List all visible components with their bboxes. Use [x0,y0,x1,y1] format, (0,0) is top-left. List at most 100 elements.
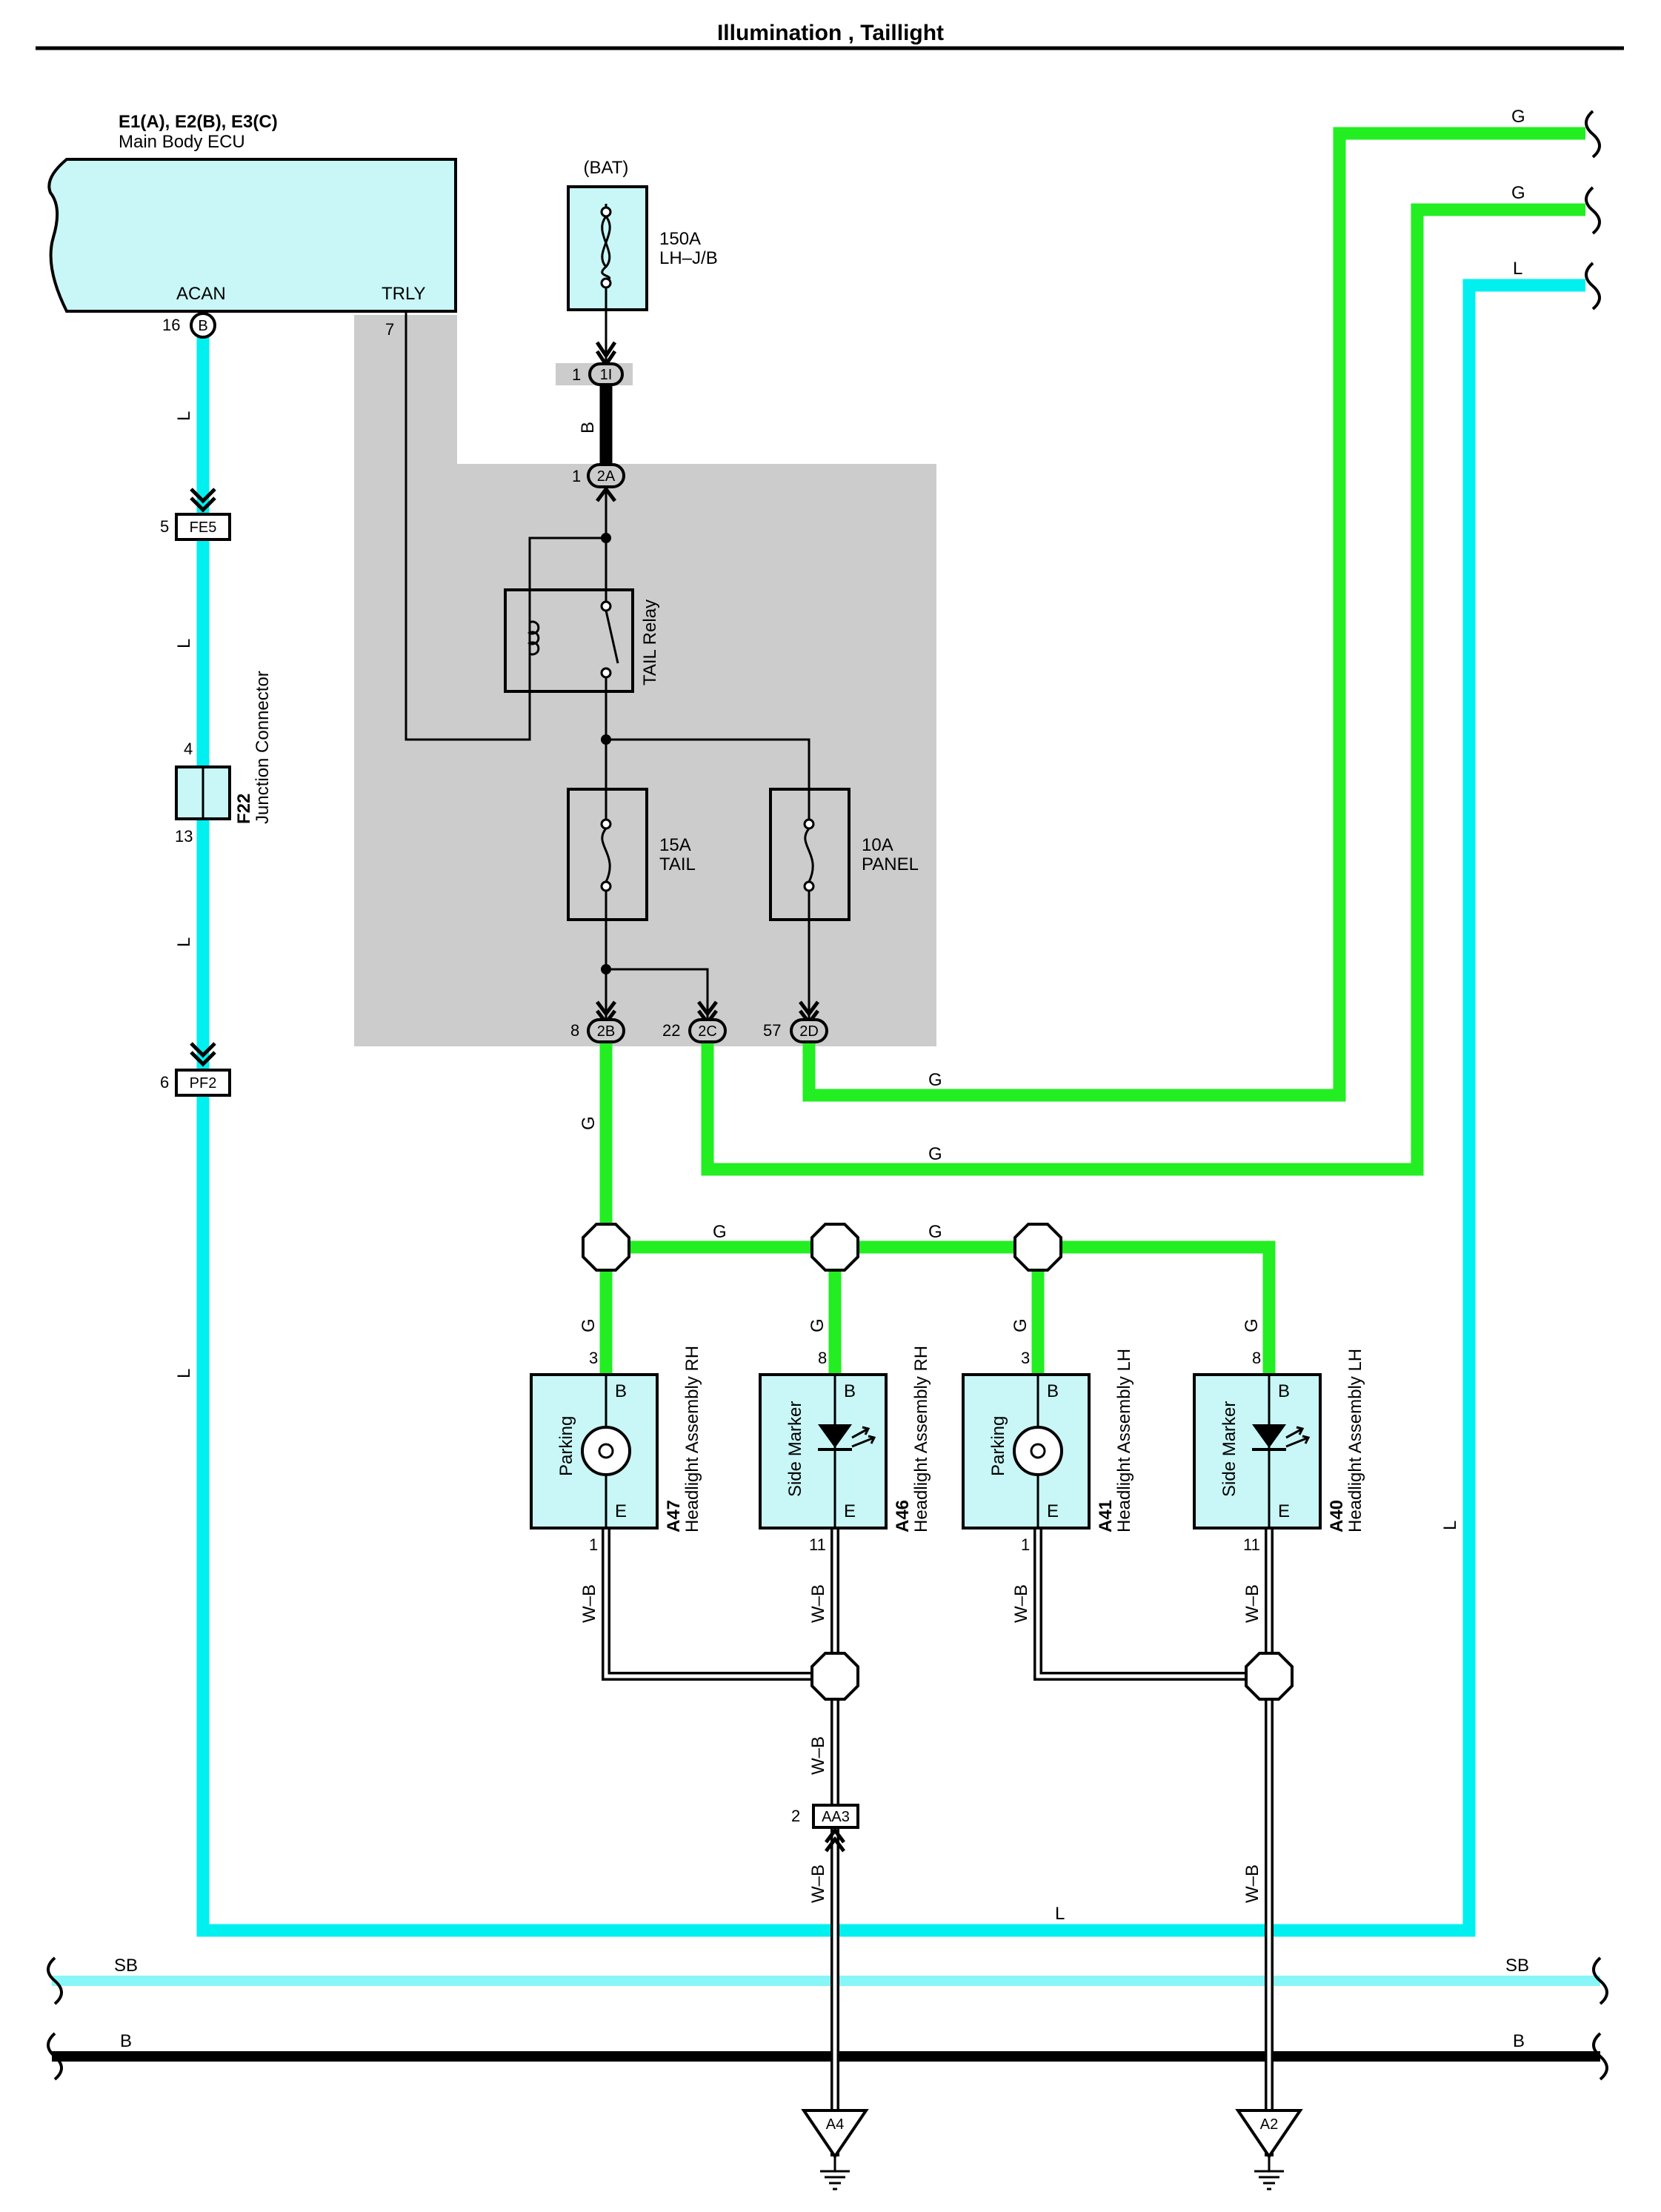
ecu-pin-trly: TRLY [382,284,426,304]
a41-filament-icon [1030,1443,1046,1459]
ecu-pin-acan: ACAN [176,284,226,304]
connector-2c [688,1018,727,1043]
a40-pin-e: 11 [1243,1535,1260,1554]
g-wire-2c-right [701,203,1585,1176]
arrow-fe5 [190,488,216,513]
a47-name: Headlight Assembly RH [682,1346,702,1532]
ground-a4-label: A4 [826,2116,844,2133]
b-bus-label-left: B [120,2031,132,2051]
wb-label-a41: W–B [1011,1584,1031,1623]
relay-coil-feed [528,537,606,585]
a47-bulb-icon [581,1426,631,1476]
connector-2b-label: 2B [597,1023,615,1040]
diagram-title: Illumination , Taillight [717,21,944,45]
a46-light-rays-icon [851,1426,876,1448]
l-wire-label-2: L [174,639,194,648]
connector-fe5-label: FE5 [190,519,217,536]
jc-pin-bottom: 13 [175,827,193,846]
wb-wire-a47 [602,1528,835,1681]
jc-code: F22 [234,794,254,824]
wire-panel-feed [606,738,810,789]
a46-function: Side Marker [785,1401,805,1497]
fuse-panel-name: PANEL [862,854,919,874]
junction-block-background [354,315,936,1046]
ecu-acan-pin-no: 16 [162,316,180,334]
g-wire-2d-right [802,127,1585,1102]
wire-to-2c [606,968,709,1023]
connector-2c-pin: 22 [662,1021,680,1040]
a46-pin-e: 11 [809,1535,826,1554]
a47-term-b: B [615,1381,627,1401]
connector-fe5 [175,513,231,541]
connector-aa3-label: AA3 [822,1809,850,1825]
connector-2d-label: 2D [799,1023,819,1040]
g-wire-label-bus-2: G [928,1222,942,1242]
g-wire-label-a46: G [808,1318,828,1332]
a46-code: A46 [893,1500,913,1532]
connector-aa3-pin: 2 [791,1807,800,1825]
a47-pin-e: 1 [589,1535,598,1554]
sb-bus-label-right: SB [1505,1956,1529,1976]
wb-wire-a41 [1033,1528,1269,1681]
ecu-trly-pin-no: 7 [385,320,394,339]
fuse-tail-icon [601,828,611,883]
fuse-panel-rating: 10A [862,835,893,855]
ecu-name: Main Body ECU [119,132,245,152]
fuse-150a-terminal-top [600,206,612,218]
connector-1i-pin: 1 [572,365,581,384]
fuse-panel-icon [804,828,814,883]
a47-function: Parking [556,1416,576,1476]
splice-g-1 [582,1223,630,1272]
fuse-tail-terminal-bottom [600,880,612,892]
ecu-box [47,158,457,313]
a41-pin-b: 3 [1021,1349,1030,1367]
a40-led-icon [1252,1424,1286,1448]
wb-label-mid: W–B [808,1736,828,1775]
connector-1i [588,362,624,386]
l-wire-acan-loop [196,279,1585,1937]
b-bus-break-right [1592,2032,1608,2081]
fuse-panel-terminal-bottom [803,880,815,892]
wb-wire-a41-inner [1036,1528,1269,1678]
g-wire-break-1 [1585,110,1601,159]
splice-g-3 [1013,1223,1062,1272]
battery-label: (BAT) [584,158,629,178]
a41-code: A41 [1096,1500,1116,1532]
tail-relay-box [504,588,634,693]
splice-wb-2 [1245,1652,1294,1701]
g-wire-label-top-1: G [1511,107,1525,127]
relay-coil-icon [527,620,540,656]
l-wire-label-bottom: L [1055,1904,1065,1924]
jc-name: Junction Connector [253,671,273,824]
fusible-link-icon [601,216,611,283]
connector-2a-label: 2A [597,468,616,485]
a41-pin-e: 1 [1021,1535,1030,1554]
wb-label-lower-right: W–B [1242,1864,1262,1903]
connector-pf2-pin: 6 [160,1073,169,1092]
arrow-pf2 [190,1042,216,1067]
arrow-aa3 [825,1827,845,1853]
fuse-panel-terminal-top [803,818,815,830]
fuse-150a-location: LH–J/B [659,248,718,268]
connector-1i-label: 1I [600,367,613,383]
g-wire-label-2b: G [579,1116,599,1130]
connector-2d [790,1018,828,1043]
g-wire-label-2c: G [928,1144,942,1164]
connector-2d-pin: 57 [763,1021,781,1040]
a41-function: Parking [988,1416,1008,1476]
l-wire-label-1: L [174,411,194,421]
g-wire-break-2 [1585,186,1601,235]
connector-2b [587,1018,625,1043]
a46-term-e: E [844,1501,856,1521]
connector-fe5-pin: 5 [160,517,169,536]
a46-name: Headlight Assembly RH [911,1346,931,1532]
a46-pin-b: 8 [818,1349,827,1367]
a47-code: A47 [664,1500,684,1532]
a40-code: A40 [1327,1500,1347,1532]
headlight-a46-box [759,1373,888,1530]
fuse-tail-box [567,788,648,921]
wb-label-lower-left: W–B [808,1864,828,1903]
sb-bus-break-left [47,1956,63,2005]
g-wire-label-a47: G [579,1318,599,1332]
